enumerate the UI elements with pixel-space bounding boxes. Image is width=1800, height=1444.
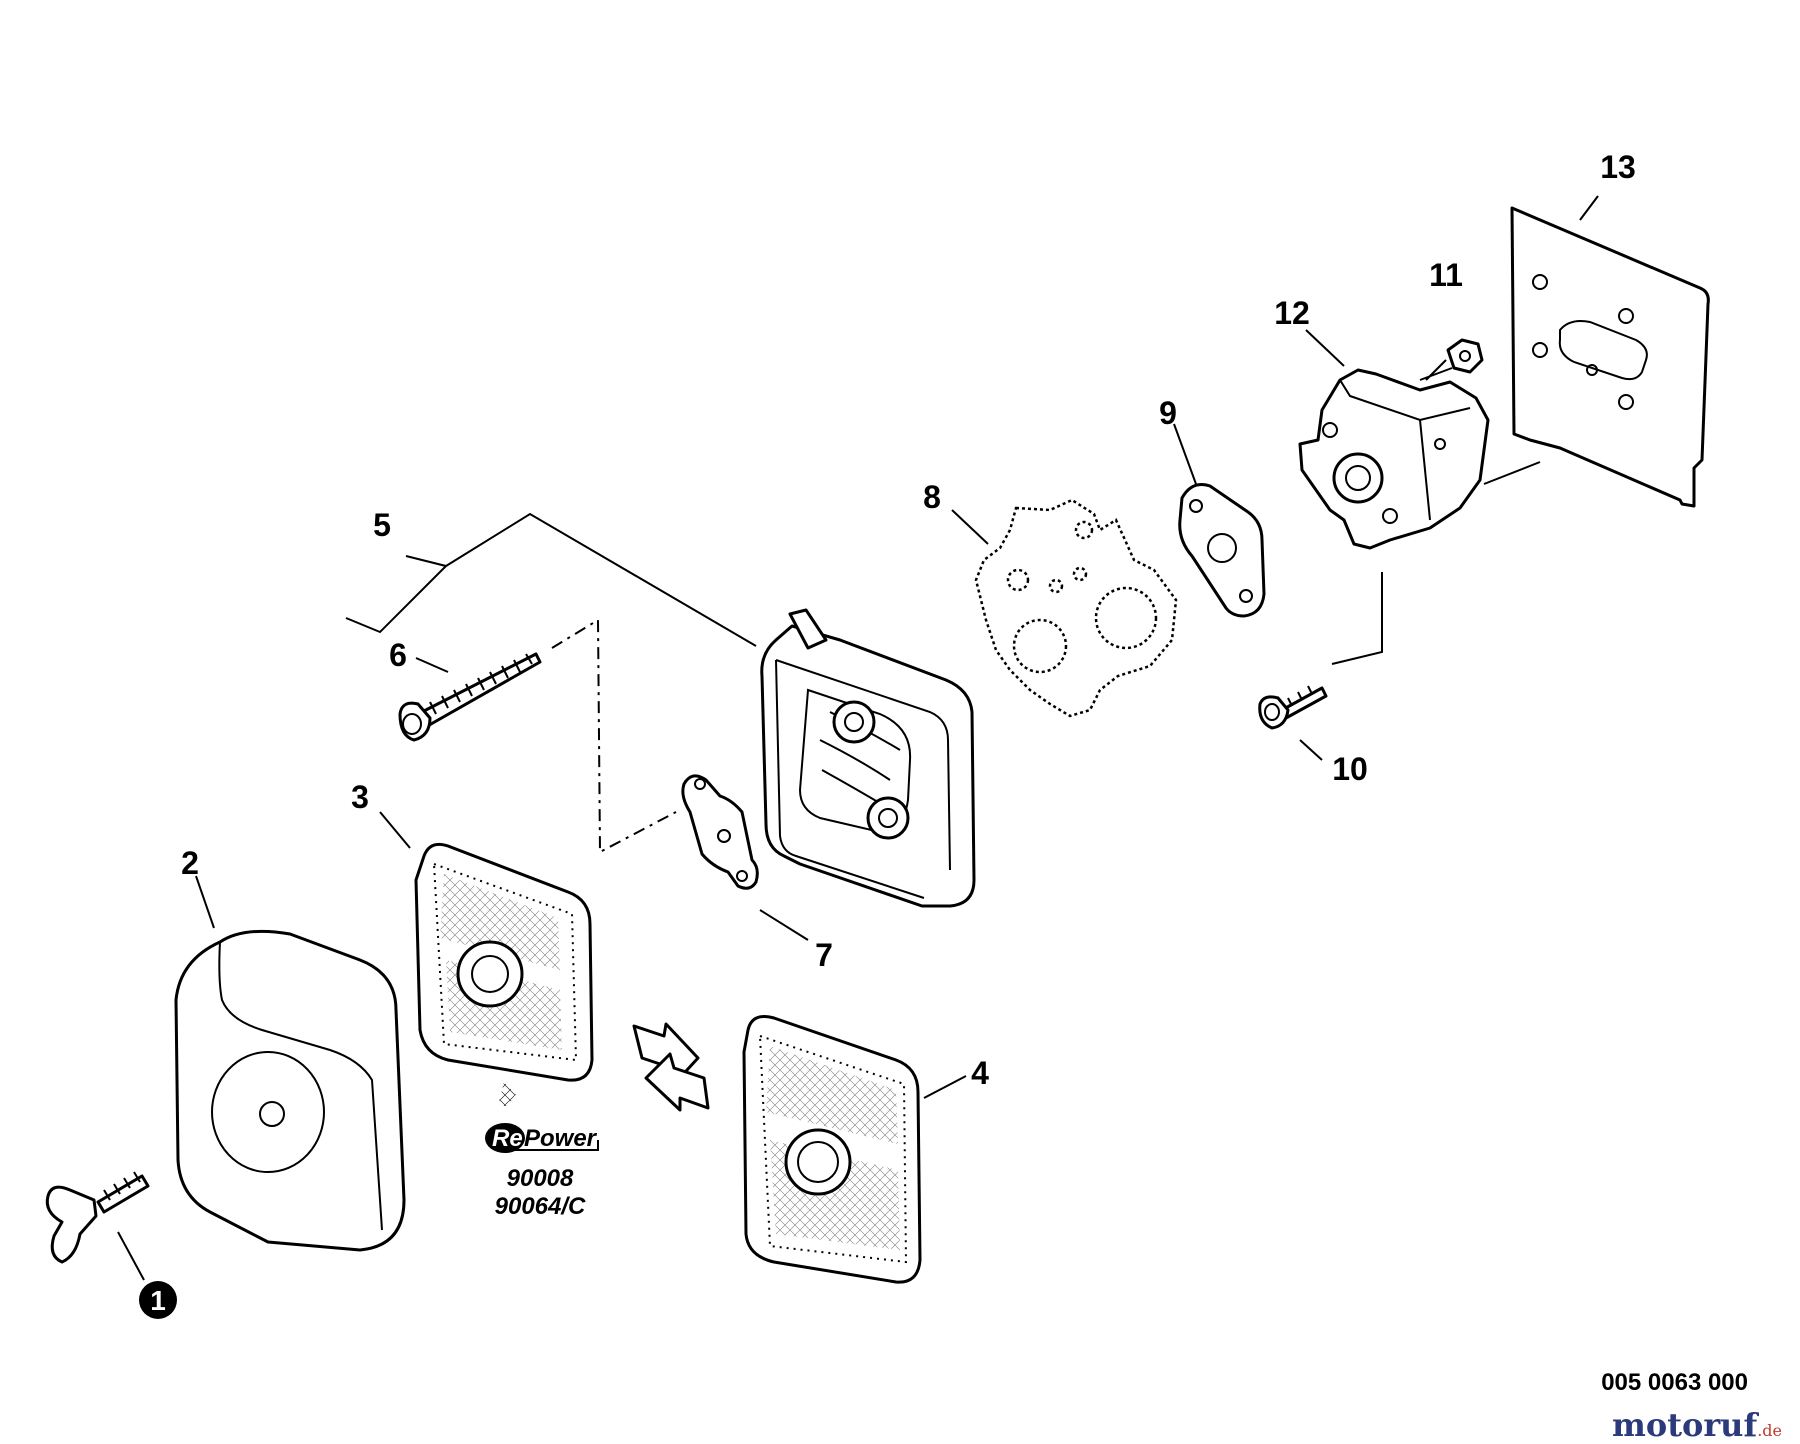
callout-10: 10 bbox=[1332, 751, 1368, 787]
repower-logo-power: Power bbox=[524, 1125, 598, 1152]
repower-code-1: 90008 bbox=[507, 1165, 574, 1192]
repower-underline bbox=[500, 1140, 599, 1151]
part-6-long-screw bbox=[398, 652, 542, 742]
callout-4: 4 bbox=[971, 1055, 989, 1091]
callout-5: 5 bbox=[373, 507, 391, 543]
repower-block: Re Power 90008 90064/C bbox=[485, 1082, 599, 1220]
callout-2: 2 bbox=[181, 845, 199, 881]
part-10-short-screw bbox=[1258, 685, 1328, 730]
callout-7: 7 bbox=[815, 937, 833, 973]
part-8-gasket bbox=[974, 498, 1178, 718]
callouts: 1 2 3 4 5 6 7 8 9 10 11 12 13 bbox=[139, 149, 1636, 1319]
part-5-filter-base bbox=[760, 608, 976, 908]
callout-6: 6 bbox=[389, 637, 407, 673]
callout-1: 1 bbox=[150, 1285, 166, 1316]
watermark-brand: motoruf bbox=[1612, 1406, 1759, 1444]
callout-11: 11 bbox=[1429, 257, 1463, 293]
callout-9: 9 bbox=[1159, 395, 1177, 431]
repower-logo-badge bbox=[485, 1123, 525, 1153]
part-4-filter-element bbox=[742, 1015, 922, 1284]
part-3-filter-element bbox=[414, 842, 594, 1082]
part-12-insulator-block bbox=[1298, 368, 1490, 550]
leader-lines bbox=[117, 195, 1599, 1281]
part-13-gasket-plate bbox=[1510, 206, 1710, 508]
callout-13: 13 bbox=[1600, 149, 1636, 185]
callout-8: 8 bbox=[923, 479, 941, 515]
reference-number: 005 0063 000 bbox=[1601, 1369, 1748, 1396]
callout-3: 3 bbox=[351, 779, 369, 815]
part-7-choke-plate bbox=[681, 774, 759, 890]
callout-12: 12 bbox=[1274, 295, 1310, 331]
watermark-text: motoruf.de bbox=[1612, 1406, 1782, 1444]
part-2-filter-cover bbox=[174, 929, 406, 1252]
callout-1-badge bbox=[139, 1281, 177, 1319]
watermark: motoruf.de bbox=[1612, 1406, 1782, 1444]
watermark-suffix: .de bbox=[1757, 1421, 1782, 1440]
exchange-arrows bbox=[632, 1022, 710, 1112]
part-1-wing-screw bbox=[45, 1171, 150, 1264]
repower-code-2: 90064/C bbox=[495, 1193, 586, 1220]
part-11-nut bbox=[1446, 338, 1484, 374]
repower-logo-re: Re bbox=[492, 1125, 523, 1152]
part-9-gasket bbox=[1178, 483, 1266, 618]
